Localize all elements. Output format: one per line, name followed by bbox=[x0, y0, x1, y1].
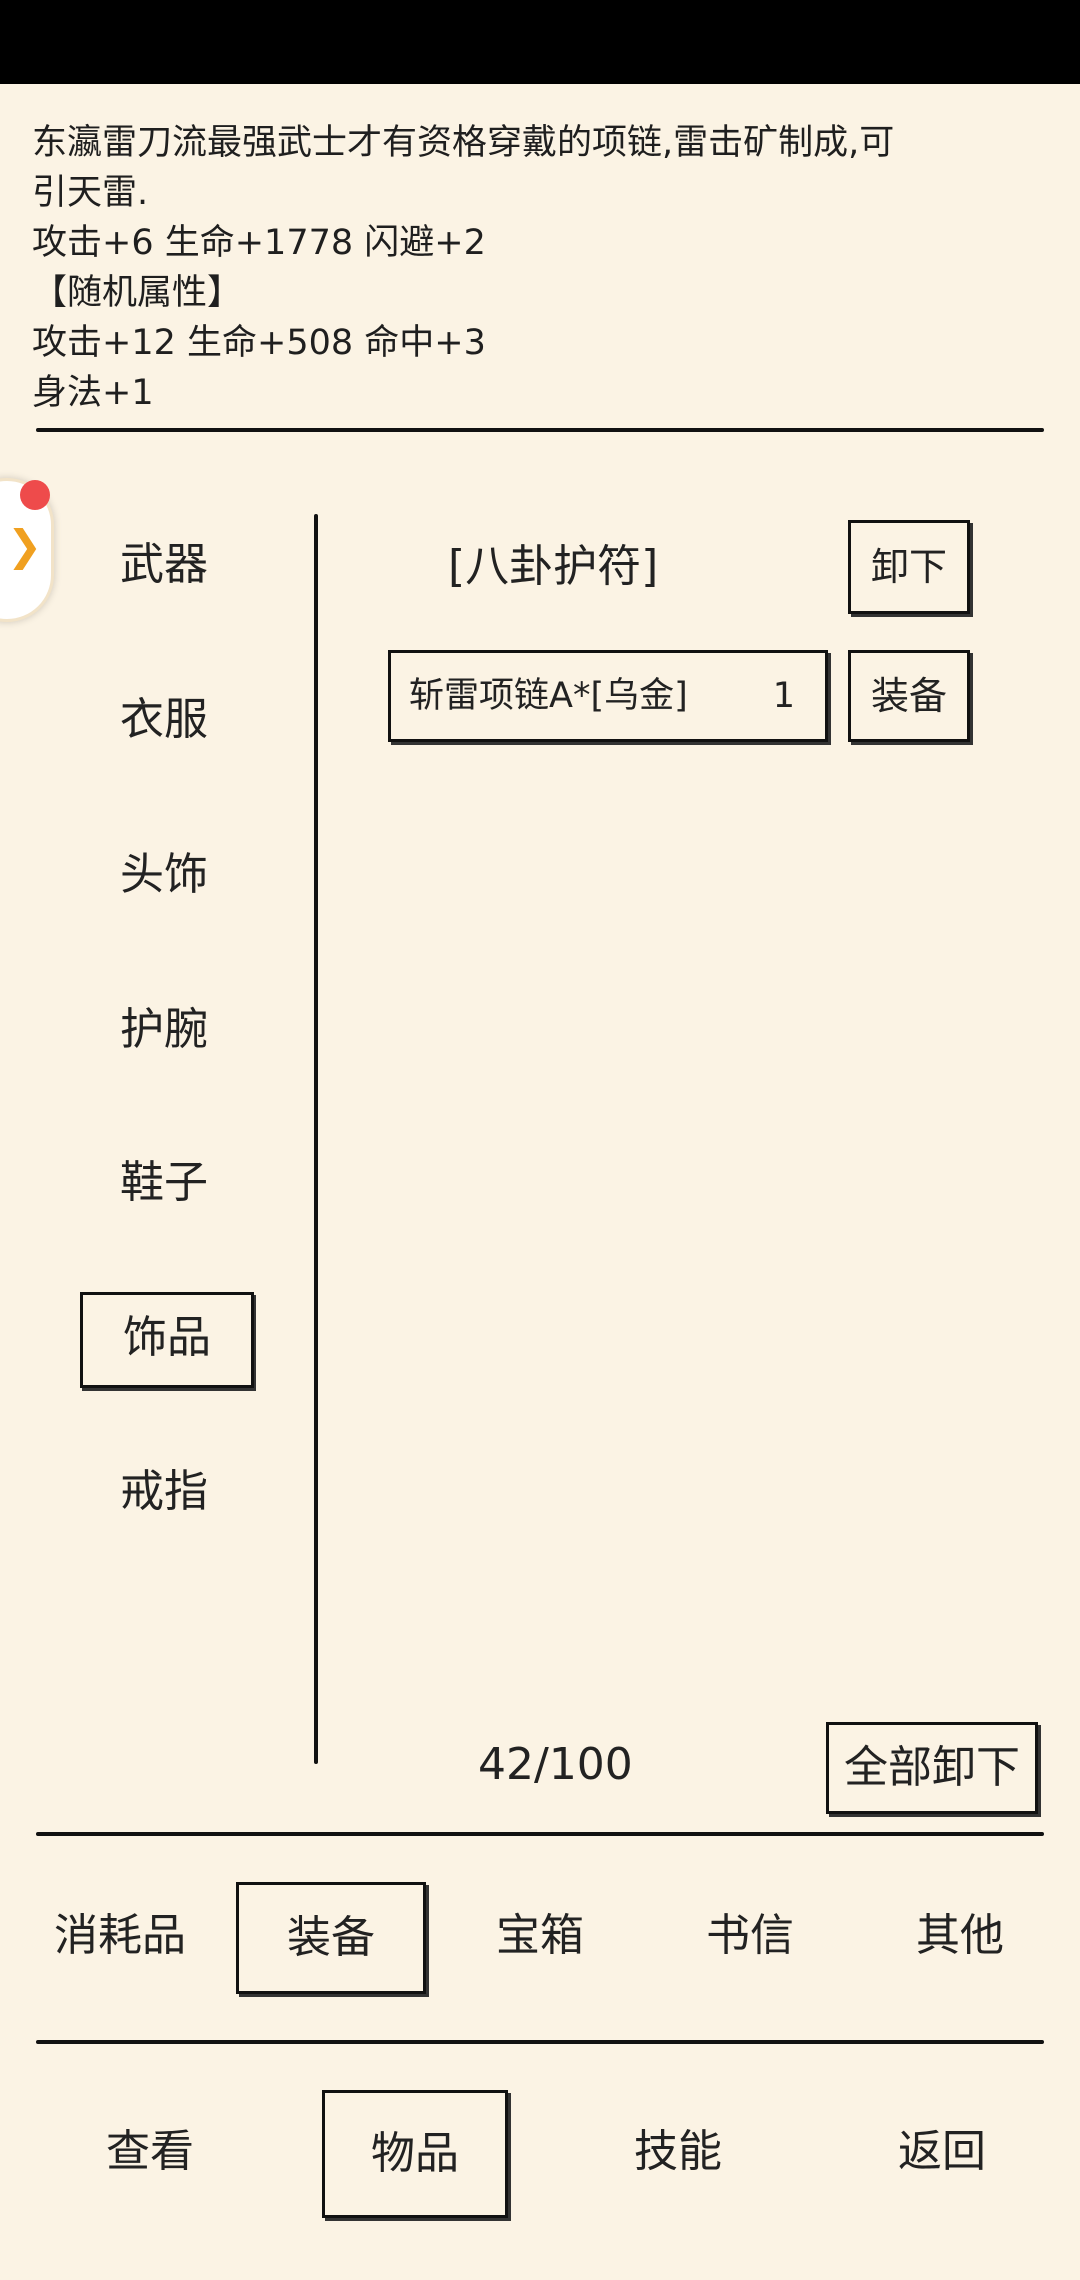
bag-capacity: 42/100 bbox=[478, 1739, 633, 1790]
category-weapon[interactable]: 武器 bbox=[120, 539, 208, 590]
status-bar bbox=[0, 0, 1080, 84]
item-count: 1 bbox=[772, 676, 795, 716]
nav-view[interactable]: 查看 bbox=[106, 2126, 194, 2177]
nav-skills[interactable]: 技能 bbox=[634, 2126, 722, 2177]
category-clothes[interactable]: 衣服 bbox=[120, 694, 208, 745]
sidebar-divider bbox=[314, 514, 318, 1764]
category-shoes[interactable]: 鞋子 bbox=[120, 1157, 208, 1208]
category-ring[interactable]: 戒指 bbox=[120, 1466, 208, 1517]
inventory-item[interactable]: 斩雷项链A*[乌金] 1 bbox=[388, 650, 828, 742]
tab-letters[interactable]: 书信 bbox=[706, 1910, 794, 1961]
equipped-item-name: [八卦护符] bbox=[448, 541, 659, 592]
divider-bottom bbox=[36, 2040, 1044, 2044]
description-line: 东瀛雷刀流最强武士才有资格穿戴的项链,雷击矿制成,可 bbox=[32, 123, 895, 163]
description-line: 引天雷. bbox=[32, 173, 149, 213]
tab-equipment[interactable]: 装备 bbox=[236, 1882, 426, 1994]
category-accessory[interactable]: 饰品 bbox=[80, 1292, 254, 1388]
chevron-right-icon: ❯ bbox=[7, 521, 43, 570]
description-line: 攻击+12 生命+508 命中+3 bbox=[32, 323, 486, 363]
category-headwear[interactable]: 头饰 bbox=[120, 849, 208, 900]
tab-chests[interactable]: 宝箱 bbox=[496, 1910, 584, 1961]
tab-consumables[interactable]: 消耗品 bbox=[54, 1910, 186, 1961]
tab-other[interactable]: 其他 bbox=[916, 1910, 1004, 1961]
category-bracer[interactable]: 护腕 bbox=[120, 1004, 208, 1055]
divider-top bbox=[36, 428, 1044, 432]
nav-back[interactable]: 返回 bbox=[898, 2126, 986, 2177]
description-line: 身法+1 bbox=[32, 373, 154, 413]
description-line: 攻击+6 生命+1778 闪避+2 bbox=[32, 223, 486, 263]
item-description: 东瀛雷刀流最强武士才有资格穿戴的项链,雷击矿制成,可 引天雷. 攻击+6 生命+… bbox=[32, 118, 1032, 413]
unequip-button[interactable]: 卸下 bbox=[848, 520, 970, 614]
nav-items[interactable]: 物品 bbox=[322, 2090, 508, 2218]
description-line: 【随机属性】 bbox=[32, 273, 243, 313]
divider-middle bbox=[36, 1832, 1044, 1836]
unequip-all-button[interactable]: 全部卸下 bbox=[826, 1722, 1038, 1814]
notification-badge bbox=[20, 480, 50, 510]
equip-button[interactable]: 装备 bbox=[848, 650, 970, 742]
item-name: 斩雷项链A*[乌金] bbox=[409, 676, 688, 716]
